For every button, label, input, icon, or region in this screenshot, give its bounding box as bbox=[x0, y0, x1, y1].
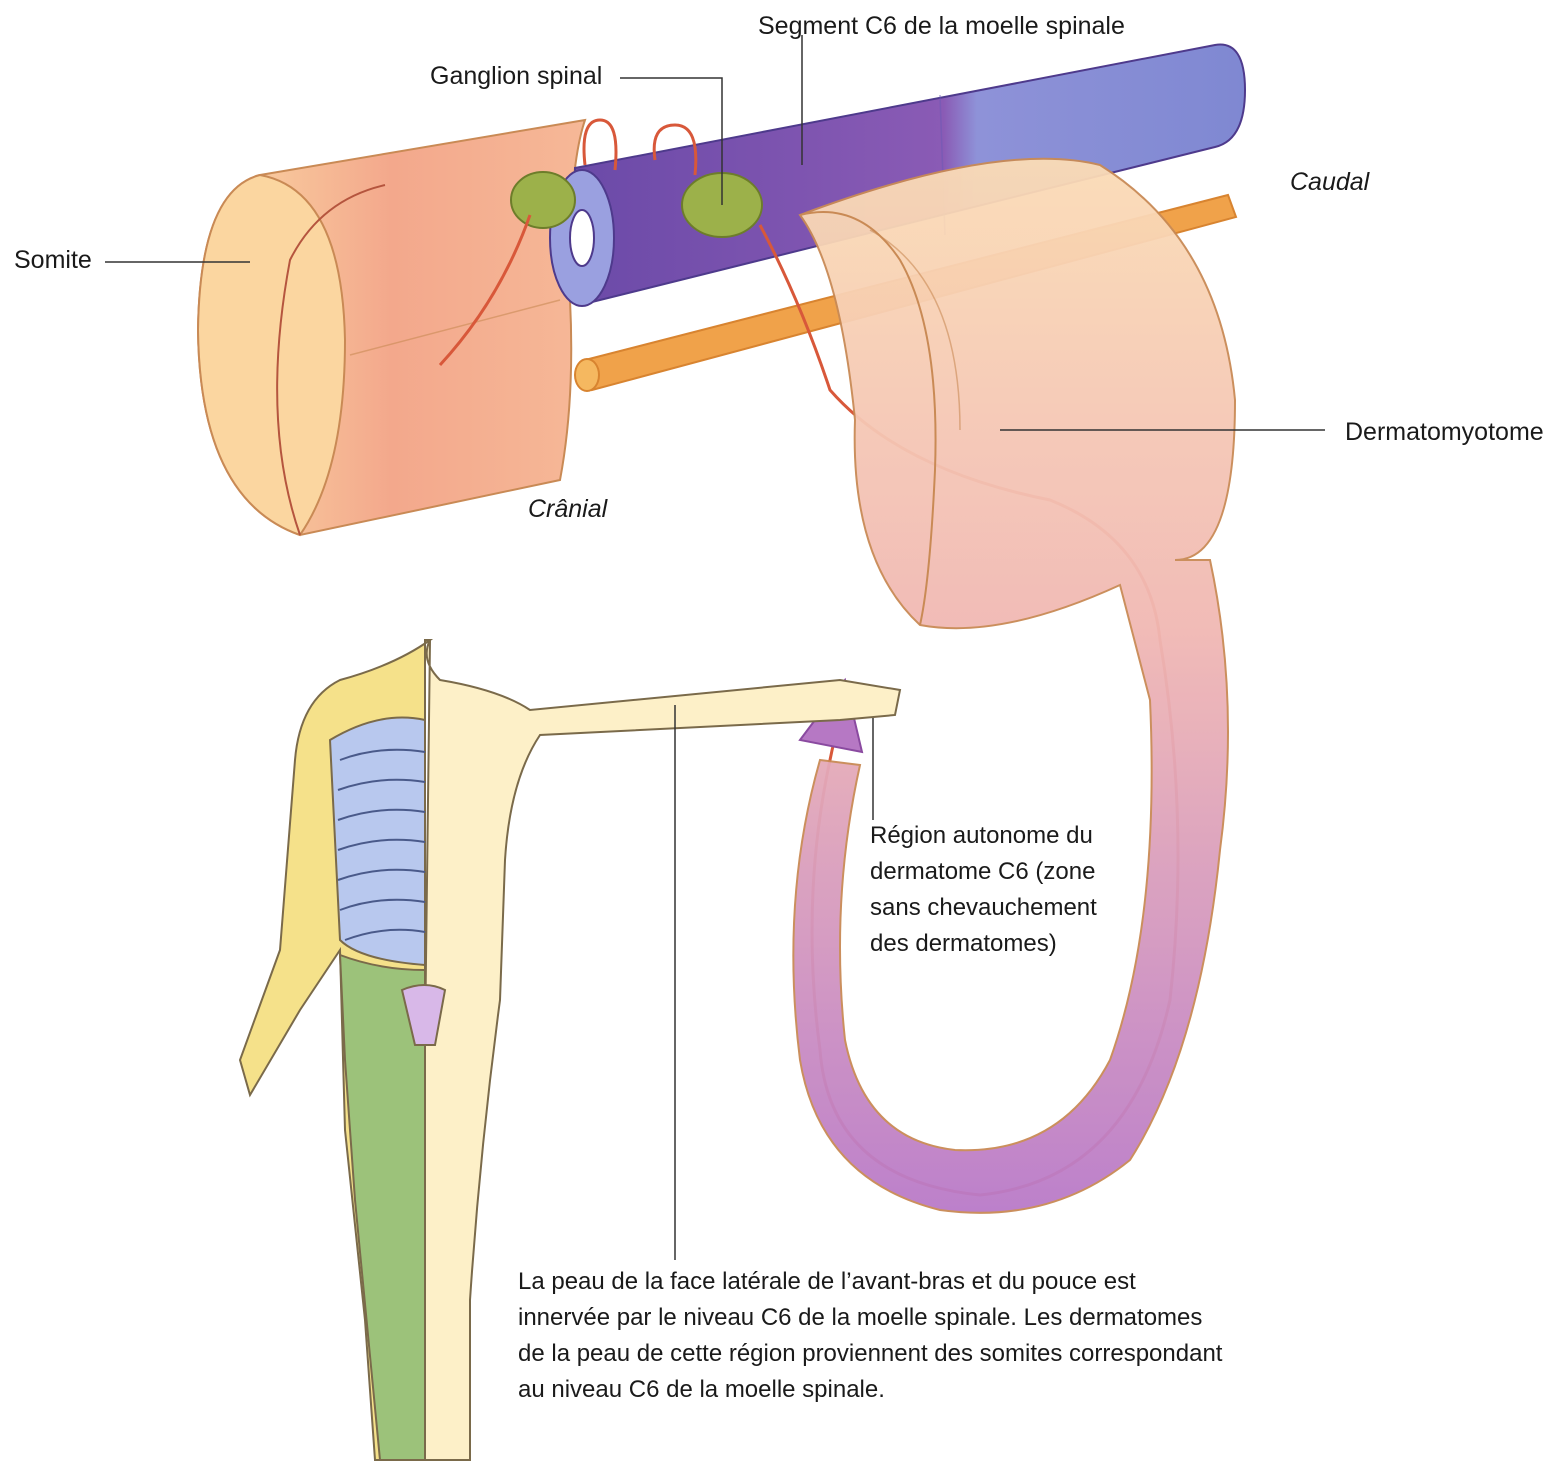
caption-text: La peau de la face latérale de l’avant-b… bbox=[518, 1264, 1222, 1408]
label-dermatomyotome: Dermatomyotome bbox=[1345, 420, 1544, 445]
label-spinal-segment: Segment C6 de la moelle spinale bbox=[758, 14, 1125, 39]
label-somite: Somite bbox=[14, 248, 92, 273]
label-autonomous-region: Région autonome du dermatome C6 (zone sa… bbox=[870, 818, 1097, 962]
label-cranial: Crânial bbox=[528, 497, 607, 522]
label-spinal-ganglion: Ganglion spinal bbox=[430, 64, 602, 89]
ganglion-left bbox=[511, 172, 575, 228]
label-caudal: Caudal bbox=[1290, 170, 1369, 195]
